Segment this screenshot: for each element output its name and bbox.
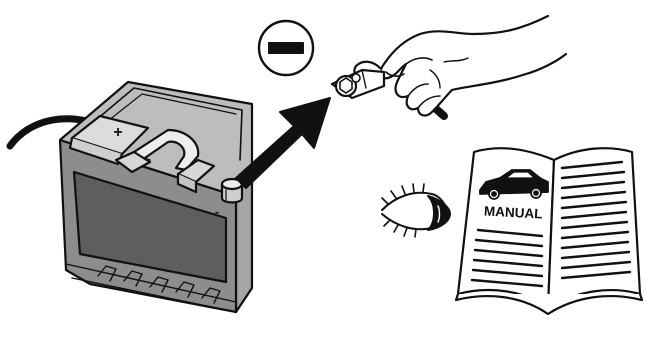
hand-disconnecting-terminal-icon bbox=[332, 16, 566, 116]
negative-sign-badge-icon bbox=[259, 21, 313, 75]
manual-label: MANUAL bbox=[484, 203, 543, 221]
owners-manual-book-icon bbox=[456, 148, 642, 314]
negative-terminal-post bbox=[222, 179, 242, 203]
car-battery-icon bbox=[10, 82, 252, 312]
positive-symbol: + bbox=[113, 124, 122, 141]
negative-terminal-marking: - bbox=[215, 204, 219, 219]
eye-icon bbox=[382, 184, 450, 237]
negative-terminal-clamp-icon bbox=[332, 70, 384, 98]
